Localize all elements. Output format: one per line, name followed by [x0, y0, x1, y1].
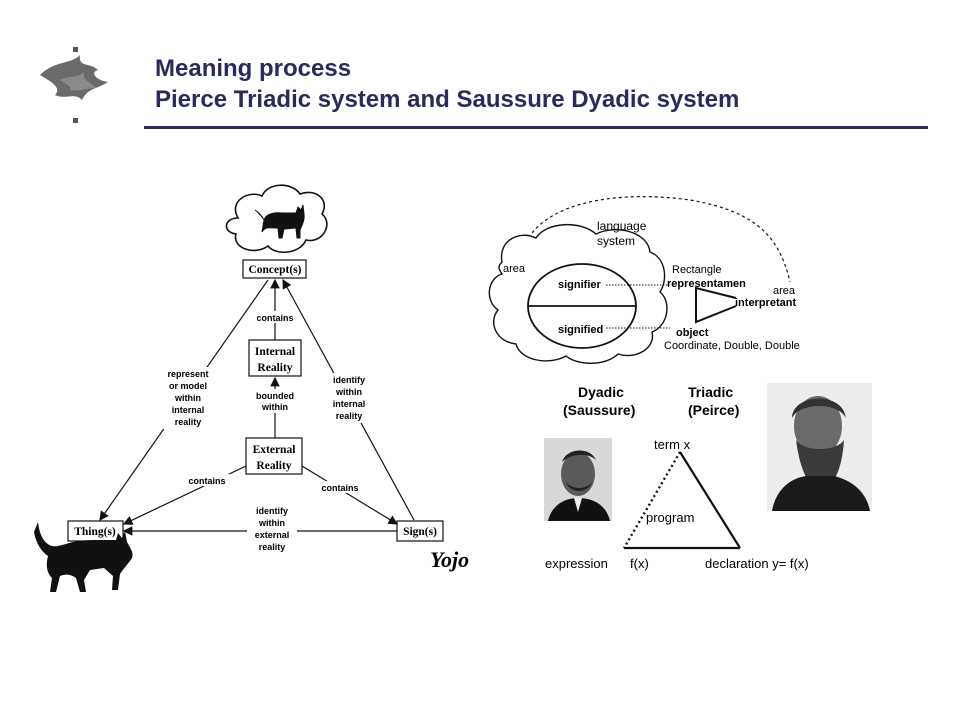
- dyadic-label: Dyadic: [578, 384, 624, 400]
- saussure-label: (Saussure): [563, 402, 635, 418]
- internal-reality-line1: Internal: [255, 346, 295, 358]
- object-detail-label: Coordinate, Double, Double: [664, 340, 800, 352]
- triadic-label: Triadic: [688, 384, 733, 400]
- slide-subtitle: Pierce Triadic system and Saussure Dyadi…: [155, 86, 740, 113]
- arrow-external-to-sign: [301, 465, 399, 525]
- label-identify-int-1: identify: [333, 375, 365, 385]
- label-contains-right: contains: [321, 483, 358, 493]
- label-identify-int-2: within: [335, 387, 362, 397]
- fx-label: f(x): [630, 556, 649, 571]
- expression-label: expression: [545, 556, 608, 571]
- label-represent-1: represent: [167, 369, 208, 379]
- label-within: within: [261, 402, 288, 412]
- internal-reality-line2: Reality: [257, 362, 292, 374]
- label-identify-ext-1: identify: [256, 506, 288, 516]
- language-label: language: [597, 219, 647, 233]
- concept-box: [242, 259, 307, 279]
- area-left-label: area: [503, 263, 526, 275]
- label-represent-5: reality: [175, 417, 202, 427]
- object-label: object: [676, 327, 709, 339]
- label-identify-int-3: internal: [333, 399, 366, 409]
- dashed-arc: [519, 196, 791, 283]
- peirce-label: (Peirce): [688, 402, 739, 418]
- label-identify-ext-4: reality: [259, 542, 286, 552]
- cat-silhouette: [254, 204, 305, 239]
- university-flame-logo: [40, 47, 108, 123]
- external-reality-box: [245, 437, 303, 475]
- area-right-label: area: [773, 285, 796, 297]
- interpretant-label: interpretant: [735, 297, 796, 309]
- label-identify-int-4: reality: [336, 411, 363, 421]
- yojo-label: Yojo: [430, 547, 469, 572]
- signified-label: signified: [558, 324, 603, 336]
- slide-title: Meaning process: [155, 55, 352, 82]
- cat-silhouette: [34, 522, 133, 592]
- triadic-fork: [695, 286, 737, 324]
- system-label: system: [597, 234, 635, 248]
- label-contains-left: contains: [188, 476, 225, 486]
- rectangle-label: Rectangle: [672, 264, 722, 276]
- portrait-peirce: [767, 383, 872, 511]
- label-identify-ext-3: external: [255, 530, 290, 540]
- declaration-label: declaration y= f(x): [705, 556, 809, 571]
- label-identify-ext-2: within: [258, 518, 285, 528]
- label-bounded: bounded: [256, 391, 294, 401]
- internal-reality-box: [248, 339, 302, 377]
- program-label: program: [646, 510, 694, 525]
- sign-label: Sign(s): [403, 526, 437, 538]
- saussure-peirce-diagram: language system area signifier signified…: [488, 196, 872, 571]
- concept-label: Concept(s): [248, 264, 301, 276]
- representamen-label: representamen: [667, 278, 746, 290]
- portrait-saussure: [544, 438, 612, 521]
- signifier-label: signifier: [558, 279, 602, 291]
- label-represent-2: or model: [169, 381, 207, 391]
- term-x-label: term x: [654, 437, 691, 452]
- external-reality-line2: Reality: [256, 460, 291, 472]
- label-represent-4: internal: [172, 405, 205, 415]
- external-reality-line1: External: [253, 444, 296, 456]
- label-contains-top: contains: [256, 313, 293, 323]
- semiotic-triangle-diagram: Concept(s) Internal Reality External Rea…: [34, 184, 469, 592]
- thing-label: Thing(s): [74, 526, 116, 538]
- title-rule: [144, 126, 928, 129]
- label-represent-3: within: [174, 393, 201, 403]
